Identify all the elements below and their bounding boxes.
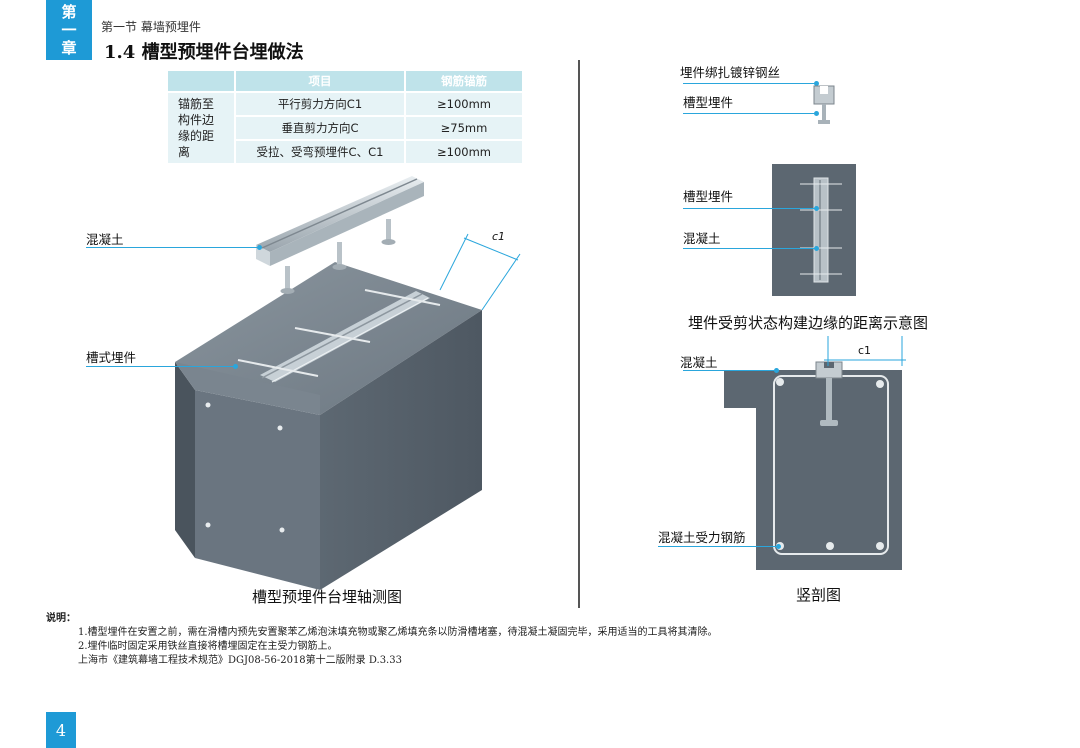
page-number: 4 — [46, 712, 76, 748]
leader-dot — [814, 111, 819, 116]
chapter-tab: 第 一 章 — [46, 0, 92, 60]
section-label: 第一节 幕墙预埋件 — [101, 20, 201, 34]
leader-line — [683, 113, 817, 114]
concrete-step-front — [175, 362, 195, 558]
anchor-dot — [205, 402, 211, 408]
table-row: 受拉、受弯预埋件C、C1 ≥100mm — [167, 139, 524, 165]
dimension-label: c1 — [858, 344, 871, 357]
channel-profile-detail — [813, 85, 835, 124]
concrete-front-face — [195, 390, 320, 590]
plan-figure — [772, 164, 856, 296]
table-cell-item: 平行剪力方向C1 — [234, 91, 406, 117]
spec-table: 项目 钢筋锚筋 锚筋至 构件边 缘的距 离 平行剪力方向C1 ≥100mm 垂直… — [166, 69, 524, 165]
page-title: 1.4 槽型预埋件台埋做法 — [104, 42, 304, 63]
concrete-right-face — [320, 310, 482, 590]
label-concrete-plan: 混凝土 — [683, 231, 721, 246]
table-cell-value: ≥100mm — [404, 91, 524, 117]
label-embed-left: 槽式埋件 — [86, 350, 137, 365]
table-row-group-label: 锚筋至 构件边 缘的距 离 — [166, 91, 236, 165]
leader-line — [683, 208, 817, 209]
vertical-divider — [578, 60, 580, 608]
table-header-item: 项目 — [235, 69, 406, 93]
note-line: 上海市《建筑幕墙工程技术规范》DGJ08-56-2018第十二版附录 D.3.3… — [78, 655, 402, 666]
concrete-step-top — [175, 362, 320, 415]
leader-dot — [774, 368, 779, 373]
leader-line — [658, 546, 778, 547]
anchor-dot — [279, 527, 285, 533]
leader-line — [86, 366, 236, 367]
table-cell-item: 受拉、受弯预埋件C、C1 — [234, 139, 406, 165]
label-embed-plan: 槽型埋件 — [683, 189, 734, 204]
leader-line — [683, 83, 817, 84]
table-header-row: 项目 钢筋锚筋 — [166, 69, 524, 93]
rebar-line — [364, 289, 441, 306]
chapter-tab-char-3: 章 — [61, 39, 77, 57]
isometric-figure: c1 — [175, 176, 521, 590]
dimension-label: c1 — [492, 230, 505, 243]
notes-block: 说明： 1.槽型埋件在安置之前，需在滑槽内预先安置聚苯乙烯泡沫填充物或聚乙烯填充… — [46, 612, 718, 668]
table-row: 锚筋至 构件边 缘的距 离 平行剪力方向C1 ≥100mm — [166, 91, 524, 165]
label-rebar: 混凝土受力钢筋 — [658, 530, 746, 545]
floating-channel-end — [256, 245, 270, 266]
label-wire: 埋件绑扎镀锌钢丝 — [680, 65, 781, 80]
leader-dot — [233, 364, 238, 369]
anchor-dot — [205, 522, 211, 528]
dimension-line — [439, 233, 469, 291]
notes-heading: 说明： — [46, 613, 76, 624]
rebar-line — [237, 359, 319, 377]
caption-section: 竖剖图 — [796, 586, 842, 604]
anchor-bolt — [337, 242, 342, 266]
table-header-value: 钢筋锚筋 — [404, 69, 524, 93]
caption-isometric: 槽型预埋件台埋轴测图 — [252, 588, 403, 606]
chapter-tab-char-1: 第 — [61, 3, 77, 21]
rebar-dot — [876, 380, 884, 388]
leader-dot — [814, 81, 819, 86]
table-cell-item: 垂直剪力方向C — [234, 115, 406, 141]
note-line: 1.槽型埋件在安置之前，需在滑槽内预先安置聚苯乙烯泡沫填充物或聚乙烯填充条以防滑… — [78, 627, 718, 638]
label-concrete-section: 混凝土 — [680, 355, 718, 370]
leader-dot — [814, 206, 819, 211]
dimension-line — [481, 253, 521, 311]
anchor-bolt — [386, 219, 391, 241]
anchor-bolt — [285, 266, 290, 290]
rebar-dot — [776, 378, 784, 386]
leader-line — [683, 248, 817, 249]
label-embed-top: 槽型埋件 — [683, 95, 734, 110]
section-figure: c1 — [724, 336, 906, 570]
leader-dot — [776, 544, 781, 549]
leader-line — [683, 370, 775, 371]
anchor-dot — [277, 425, 283, 431]
rebar-line — [294, 327, 371, 343]
dimension-line — [463, 237, 519, 261]
table-cell-value: ≥100mm — [404, 139, 524, 165]
table-header-blank — [166, 69, 236, 93]
floating-channel-side — [270, 182, 424, 266]
leader-line — [86, 247, 260, 248]
rebar-dot — [876, 542, 884, 550]
table-row: 垂直剪力方向C ≥75mm — [167, 115, 524, 141]
caption-edge-distance: 埋件受剪状态构建边缘的距离示意图 — [688, 314, 929, 332]
chapter-tab-char-2: 一 — [61, 21, 77, 39]
note-line: 2.埋件临时固定采用铁丝直接将槽埋固定在主受力钢筋上。 — [78, 641, 338, 652]
leader-dot — [257, 245, 262, 250]
leader-dot — [814, 246, 819, 251]
label-concrete-left: 混凝土 — [86, 232, 124, 247]
rebar-dot — [826, 542, 834, 550]
table-cell-value: ≥75mm — [404, 115, 524, 141]
row-group-text: 锚筋至 构件边 缘的距 离 — [178, 97, 215, 159]
